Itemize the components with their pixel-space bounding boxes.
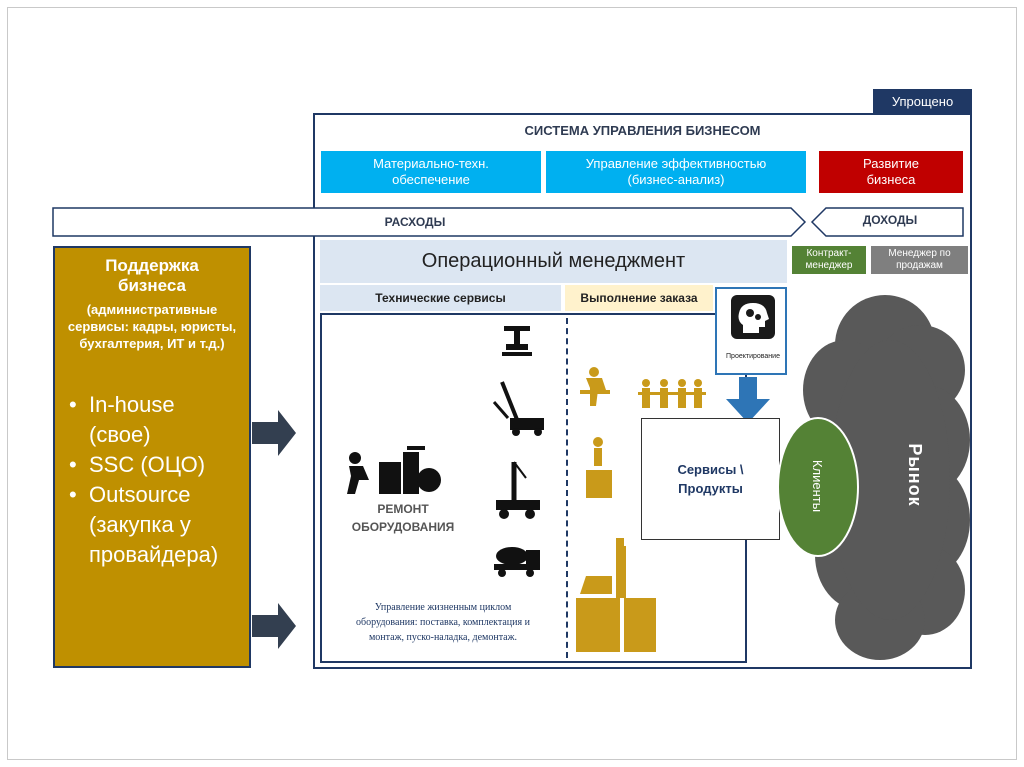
slide-border [7, 7, 1017, 760]
bullet-outsource: • Outsource (закупка у провайдера) [67, 480, 247, 570]
bullet-inhouse-line-1: In-house [89, 392, 175, 417]
support-subtitle-line-2: сервисы: кадры, юристы, [67, 319, 237, 334]
order-execution-header: Выполнение заказа [565, 285, 713, 311]
services-products-line-1: Сервисы \ [677, 462, 744, 477]
drill-rig-icon [492, 381, 544, 436]
support-subtitle: (административные сервисы: кадры, юристы… [55, 301, 249, 352]
clients-label: Клиенты [810, 459, 826, 513]
crane-truck-icon [496, 461, 540, 519]
bullet-inhouse-line-2: (свое) [89, 422, 151, 447]
business-system-frame [313, 113, 972, 669]
contract-manager-box: Контракт- менеджер [792, 246, 866, 274]
support-title: Поддержка бизнеса [55, 256, 249, 296]
support-arrow-lower [252, 603, 296, 649]
services-products-line-2: Продукты [678, 481, 743, 496]
bullet-outsource-line-3: провайдера) [89, 542, 219, 567]
support-arrow-upper [252, 410, 296, 456]
sales-manager-line-1: Менеджер по [888, 248, 951, 259]
support-title-line-2: бизнеса [117, 276, 187, 295]
worker-inspection-icon [580, 367, 610, 406]
bullet-ssc-line-1: SSC (ОЦО) [89, 452, 206, 477]
contract-manager-line-1: Контракт- [806, 248, 852, 259]
sales-manager-line-2: продажам [896, 260, 943, 271]
system-title: СИСТЕМА УПРАВЛЕНИЯ БИЗНЕСОМ [524, 122, 761, 138]
flow-arrows [52, 207, 964, 237]
repair-line-2: ОБОРУДОВАНИЯ [351, 520, 455, 534]
tech-services-header: Технические сервисы [320, 285, 561, 311]
market-cloud [803, 295, 970, 660]
repair-line-1: РЕМОНТ [377, 502, 429, 516]
bullet-inhouse: • In-house (свое) [67, 390, 247, 450]
head-gears-icon [731, 295, 775, 339]
mto-box: Материально-техн. обеспечение [321, 151, 541, 193]
contract-manager-line-2: менеджер [805, 260, 853, 271]
income-label: ДОХОДЫ [862, 213, 918, 227]
efficiency-box: Управление эффективностью (бизнес-анализ… [546, 151, 806, 193]
support-bullets: • In-house (свое) • SSC (ОЦО) • Outsourc… [67, 390, 247, 570]
support-title-line-1: Поддержка [105, 256, 199, 275]
sales-manager-box: Менеджер по продажам [871, 246, 968, 274]
support-subtitle-line-1: (административные [86, 302, 218, 317]
bullet-ssc: • SSC (ОЦО) [67, 450, 247, 480]
mto-line-2: обеспечение [392, 172, 470, 187]
services-products-box: Сервисы \ Продукты [641, 418, 780, 540]
development-line-1: Развитие [863, 156, 919, 171]
mto-line-1: Материально-техн. [373, 156, 489, 171]
clients-ellipse [777, 417, 859, 557]
lifecycle-line-2: оборудования: поставка, комплектация и [356, 617, 530, 628]
equipment-repair-label: РЕМОНТ ОБОРУДОВАНИЯ [333, 500, 473, 536]
market-label: Рынок [905, 443, 926, 507]
development-box: Развитие бизнеса [819, 151, 963, 193]
lifecycle-note: Управление жизненным циклом оборудования… [323, 600, 563, 645]
simplified-tag: Упрощено [873, 89, 972, 113]
pile-driver-icon [576, 538, 656, 652]
panel-divider [566, 318, 568, 658]
design-label: Проектирование [726, 353, 780, 360]
development-line-2: бизнеса [866, 172, 916, 187]
business-support-box: Поддержка бизнеса (административные серв… [53, 246, 251, 668]
mixer-truck-icon [494, 547, 540, 577]
efficiency-line-1: Управление эффективностью [585, 156, 767, 171]
operational-management-title: Операционный менеджмент [320, 240, 787, 283]
workers-group-icon [638, 379, 706, 408]
expenses-label: РАСХОДЫ [384, 215, 446, 229]
efficiency-line-2: (бизнес-анализ) [627, 172, 725, 187]
worker-shaft-icon [586, 437, 612, 498]
support-subtitle-line-3: бухгалтерия, ИТ и т.д.) [79, 336, 225, 351]
design-box: Проектирование [715, 287, 787, 375]
lifecycle-line-1: Управление жизненным циклом [374, 602, 512, 613]
lifecycle-line-3: монтаж, пуско-наладка, демонтаж. [368, 632, 518, 643]
bullet-outsource-line-2: (закупка у [89, 512, 191, 537]
bullet-outsource-line-1: Outsource [89, 482, 191, 507]
workbench-icon [502, 326, 532, 356]
design-down-arrow [726, 377, 770, 423]
worker-machinery-icon [347, 446, 441, 494]
